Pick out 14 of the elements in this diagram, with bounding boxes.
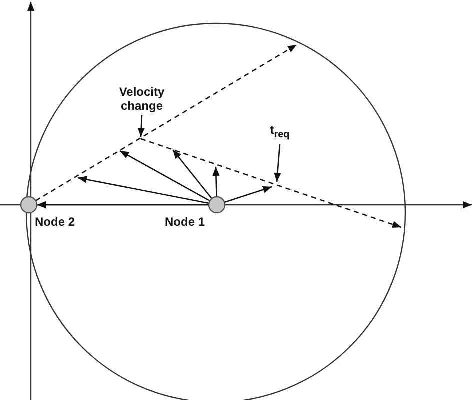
arrow xyxy=(224,186,272,204)
node-label: Node 2 xyxy=(35,215,76,229)
node-label: Node 1 xyxy=(165,215,206,229)
arrow xyxy=(78,176,210,204)
leader-line xyxy=(274,144,282,182)
dashed-arrow xyxy=(140,138,402,228)
annotation-label: t$_{req}$ xyxy=(269,123,291,142)
arrow xyxy=(37,201,209,209)
arrow xyxy=(172,150,212,200)
arrow xyxy=(120,150,210,202)
arrow xyxy=(212,166,220,198)
dashed-arrow xyxy=(36,44,298,202)
annotation-label: Velocity change xyxy=(118,85,166,113)
leader-line xyxy=(138,114,145,138)
